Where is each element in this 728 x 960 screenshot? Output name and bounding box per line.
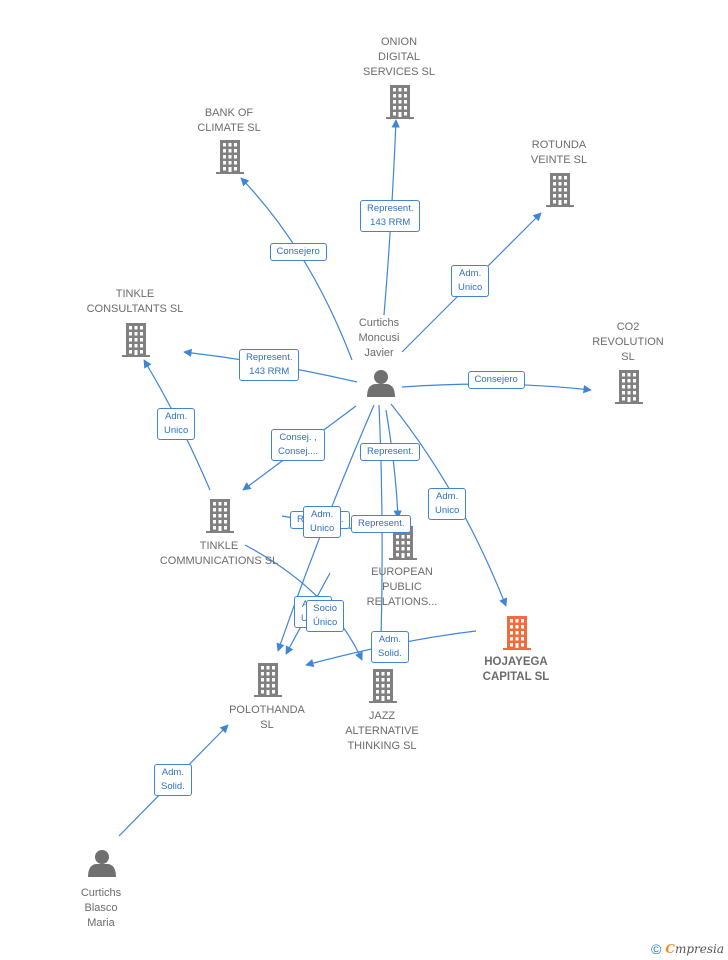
node-label-european[interactable]: EUROPEAN PUBLIC RELATIONS... xyxy=(366,566,438,608)
building-icon[interactable] xyxy=(216,140,244,174)
edge-label[interactable]: Represent. xyxy=(360,443,421,461)
node-label-hojayega[interactable]: HOJAYEGA CAPITAL SL xyxy=(482,656,550,683)
edge-label[interactable]: Adm. Solid. xyxy=(371,631,409,663)
node-label-co2[interactable]: CO2 REVOLUTION SL xyxy=(592,321,664,363)
building-icon[interactable] xyxy=(122,323,150,357)
node-label-onion[interactable]: ONION DIGITAL SERVICES SL xyxy=(363,36,435,78)
building-icon[interactable] xyxy=(389,526,417,560)
edge-label[interactable]: Socio Único xyxy=(306,600,345,632)
node-label-jazz[interactable]: JAZZ ALTERNATIVE THINKING SL xyxy=(345,710,419,752)
edge-label[interactable]: Adm. Unico xyxy=(303,506,342,538)
building-icon[interactable] xyxy=(546,173,574,207)
node-label-tinkle-cons[interactable]: TINKLE CONSULTANTS SL xyxy=(86,288,184,315)
person-icon[interactable] xyxy=(367,370,395,397)
node-label-polothanda[interactable]: POLOTHANDA SL xyxy=(229,704,305,731)
building-icon[interactable] xyxy=(503,616,531,650)
footer: © Cmpresia xyxy=(651,941,724,957)
edge-label[interactable]: Consejero xyxy=(467,371,525,389)
node-label-maria[interactable]: Curtichs Blasco Maria xyxy=(80,887,122,929)
building-icon[interactable] xyxy=(615,370,643,404)
edge-label[interactable]: Adm. Solid. xyxy=(154,764,192,796)
node-label-javier[interactable]: Curtichs Moncusi Javier xyxy=(358,317,400,359)
building-icon[interactable] xyxy=(254,663,282,697)
brand-logo[interactable]: Cmpresia xyxy=(665,942,724,956)
edge-javier-european xyxy=(385,409,402,519)
node-label-tinkle-comm[interactable]: TINKLE COMMUNICATIONS SL xyxy=(159,540,279,567)
copyright-symbol: © xyxy=(651,941,662,957)
building-icon[interactable] xyxy=(386,85,414,119)
edge-label[interactable]: Consejero xyxy=(269,243,327,261)
edge-label[interactable]: Adm. Unico xyxy=(451,265,490,297)
edge-label[interactable]: Adm. Unico xyxy=(157,408,196,440)
edge-label[interactable]: Represent. 143 RRM xyxy=(360,200,421,232)
edge-label[interactable]: Adm. Unico xyxy=(428,488,467,520)
node-label-rotunda[interactable]: ROTUNDA VEINTE SL xyxy=(530,139,588,166)
node-label-bank[interactable]: BANK OF CLIMATE SL xyxy=(197,107,261,134)
edge-label[interactable]: Represent. xyxy=(351,515,412,533)
edge-label[interactable]: Represent. 143 RRM xyxy=(239,349,300,381)
building-icon[interactable] xyxy=(206,499,234,533)
edge-label[interactable]: Consej. , Consej.... xyxy=(271,429,326,461)
person-icon[interactable] xyxy=(88,850,116,877)
building-icon[interactable] xyxy=(369,669,397,703)
